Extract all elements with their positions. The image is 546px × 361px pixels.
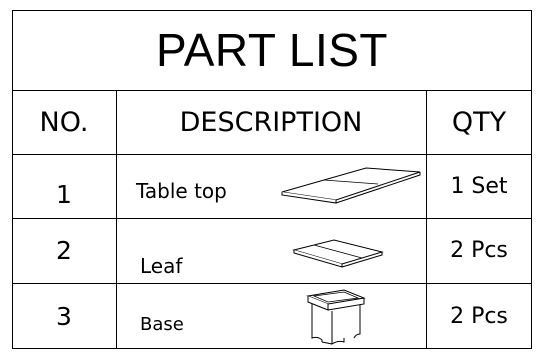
column-header-no: NO. [39,106,89,138]
base-drawing-icon [306,289,366,345]
row-qty: 2 Pcs [450,238,508,263]
part-list-table: PART LIST NO. DESCRIPTION QTY 1 Table to… [12,10,532,349]
column-divider [426,90,427,349]
row-qty: 2 Pcs [450,303,508,329]
column-header-qty: QTY [451,106,507,138]
row-description: Table top [136,179,227,203]
row-divider [12,218,532,219]
row-number: 2 [56,236,72,265]
row-divider [12,283,532,284]
row-number: 1 [56,179,72,209]
column-header-description: DESCRIPTION [179,106,363,138]
row-description: Base [140,314,184,335]
header-divider [12,154,532,155]
column-divider [116,90,117,349]
row-qty: 1 Set [450,173,508,199]
table-top-drawing-icon [281,167,421,204]
leaf-drawing-icon [292,239,384,268]
table-border [12,10,532,349]
title-divider [12,90,532,91]
row-description: Leaf [140,254,183,278]
row-number: 3 [56,301,72,331]
page-title: PART LIST [155,24,389,76]
